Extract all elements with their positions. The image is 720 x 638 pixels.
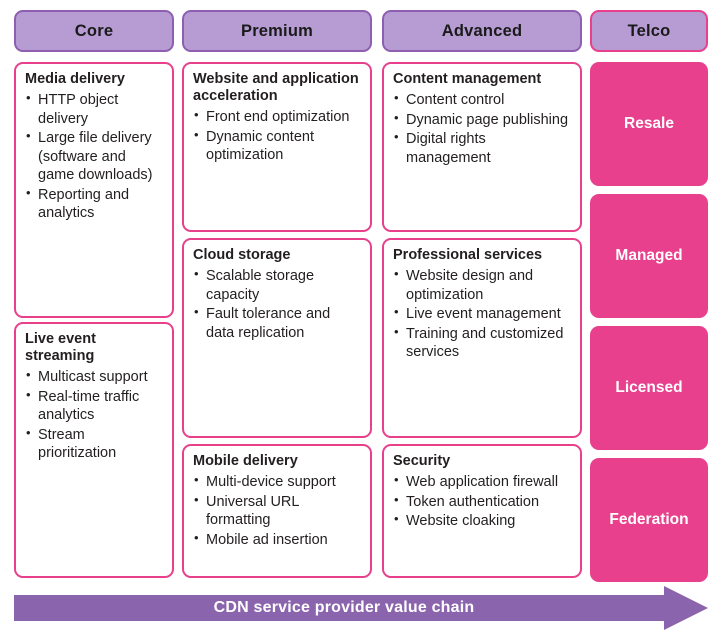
column-header-label: Core — [74, 21, 114, 40]
list-item: Reporting and analytics — [25, 185, 163, 223]
service-card: Live event streaming Multicast support R… — [14, 322, 174, 578]
telco-tile-federation: Federation — [590, 458, 708, 582]
list-item: Front end optimization — [193, 107, 361, 127]
list-item: Mobile ad insertion — [193, 530, 361, 550]
service-card-title: Website and application acceleration — [193, 71, 359, 105]
list-item: HTTP object delivery — [25, 90, 163, 128]
telco-tile-label: Licensed — [615, 379, 683, 396]
service-card: Professional services Website design and… — [382, 238, 582, 438]
list-item: Multicast support — [25, 367, 163, 387]
column-header-core: Core — [14, 10, 174, 52]
service-card-list: Multi-device support Universal URL forma… — [193, 472, 361, 550]
list-item: Multi-device support — [193, 472, 361, 492]
service-card: Security Web application firewall Token … — [382, 444, 582, 578]
list-item: Dynamic content optimization — [193, 127, 361, 165]
list-item: Training and customized services — [393, 324, 571, 362]
list-item: Website cloaking — [393, 511, 571, 531]
service-card: Content management Content control Dynam… — [382, 62, 582, 232]
service-card-title: Security — [393, 453, 451, 469]
service-card: Cloud storage Scalable storage capacity … — [182, 238, 372, 438]
service-card-title: Mobile delivery — [193, 453, 298, 469]
list-item: Token authentication — [393, 492, 571, 512]
telco-tile-licensed: Licensed — [590, 326, 708, 450]
service-card-title: Media delivery — [25, 71, 125, 87]
column-header-telco: Telco — [590, 10, 708, 52]
list-item: Content control — [393, 90, 571, 110]
column-header-premium: Premium — [182, 10, 372, 52]
list-item: Fault tolerance and data replication — [193, 304, 361, 342]
list-item: Digital rights management — [393, 129, 571, 167]
telco-tile-label: Managed — [615, 247, 683, 264]
service-card-title: Cloud storage — [193, 247, 291, 263]
list-item: Universal URL formatting — [193, 492, 361, 530]
service-card-title: Content management — [393, 71, 542, 87]
telco-tile-label: Federation — [609, 511, 689, 528]
arrow-right-icon — [14, 586, 708, 630]
column-header-label: Advanced — [441, 21, 523, 40]
list-item: Dynamic page publishing — [393, 110, 571, 130]
list-item: Real-time traffic analytics — [25, 387, 163, 425]
service-card-list: Multicast support Real-time traffic anal… — [25, 367, 163, 463]
telco-tile-managed: Managed — [590, 194, 708, 318]
column-header-label: Telco — [627, 21, 671, 40]
service-card-list: Web application firewall Token authentic… — [393, 472, 571, 531]
value-chain-arrow: CDN service provider value chain — [14, 586, 708, 630]
column-header-label: Premium — [240, 21, 313, 40]
list-item: Scalable storage capacity — [193, 266, 361, 304]
service-card-list: HTTP object delivery Large file delivery… — [25, 90, 163, 223]
service-card-title: Live event streaming — [25, 331, 96, 365]
service-card: Website and application acceleration Fro… — [182, 62, 372, 232]
list-item: Live event management — [393, 304, 571, 324]
service-card-list: Front end optimization Dynamic content o… — [193, 107, 361, 165]
service-card: Media delivery HTTP object delivery Larg… — [14, 62, 174, 318]
list-item: Website design and optimization — [393, 266, 571, 304]
service-card: Mobile delivery Multi-device support Uni… — [182, 444, 372, 578]
service-card-title: Professional services — [393, 247, 543, 263]
service-card-list: Website design and optimization Live eve… — [393, 266, 571, 362]
column-header-advanced: Advanced — [382, 10, 582, 52]
service-card-list: Scalable storage capacity Fault toleranc… — [193, 266, 361, 342]
list-item: Large file delivery (software and game d… — [25, 128, 163, 185]
telco-tile-label: Resale — [624, 115, 674, 132]
telco-tile-resale: Resale — [590, 62, 708, 186]
list-item: Web application firewall — [393, 472, 571, 492]
service-card-list: Content control Dynamic page publishing … — [393, 90, 571, 167]
list-item: Stream prioritization — [25, 425, 163, 463]
